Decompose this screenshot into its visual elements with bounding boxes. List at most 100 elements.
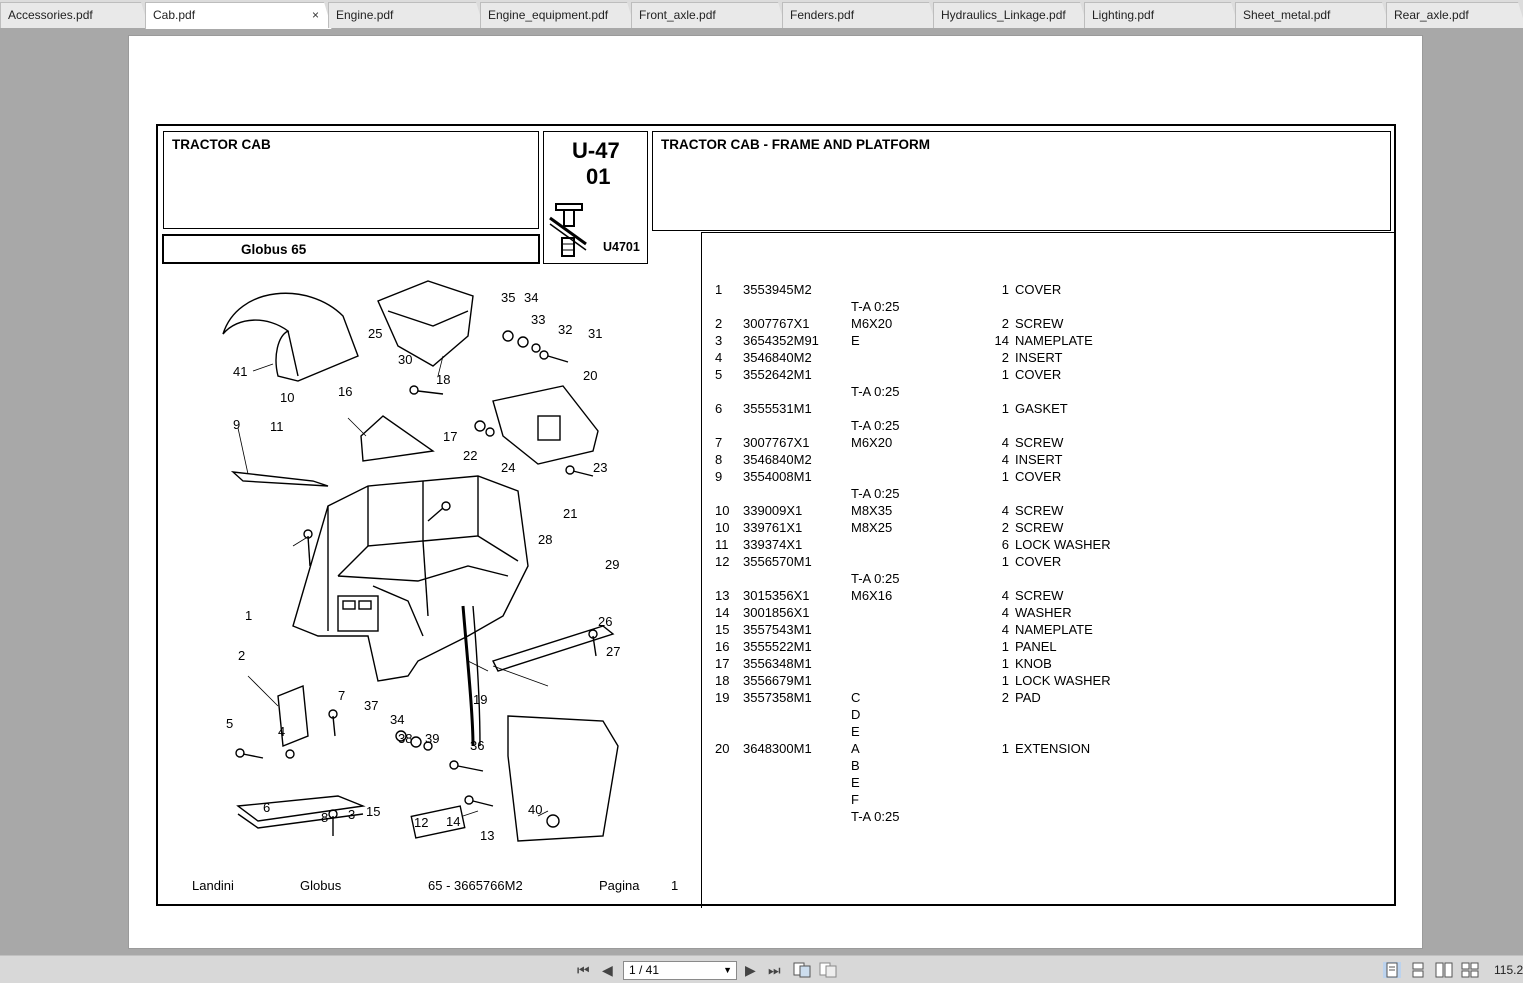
part-qty: 4 [1001,503,1009,518]
section-title: TRACTOR CAB - FRAME AND PLATFORM [661,137,930,152]
part-number: 3555522M1 [743,639,812,654]
part-note: M6X20 [851,435,893,450]
page-number-field[interactable]: 1 / 41 ▼ [623,961,737,980]
part-note: A [851,741,860,756]
part-ref: 20 [715,741,730,756]
part-qty: 1 [1001,282,1009,297]
tab-cab[interactable]: Cab.pdf× [145,2,332,29]
part-note: T-A 0:25 [851,299,900,314]
callout-number: 36 [470,738,484,753]
parts-row: B [715,757,1355,774]
callout-number: 32 [558,322,572,337]
tab-rear-axle[interactable]: Rear_axle.pdf [1386,2,1523,28]
part-qty: 1 [1001,673,1009,688]
tab-accessories[interactable]: Accessories.pdf [0,2,149,28]
part-desc: GASKET [1015,401,1068,416]
part-note: M6X20 [851,316,893,331]
first-page-icon[interactable]: ⏮ [577,962,590,978]
fit-page-icon[interactable] [793,962,811,978]
part-qty: 1 [1001,554,1009,569]
part-note: T-A 0:25 [851,486,900,501]
tab-engine[interactable]: Engine.pdf [328,2,484,28]
part-ref: 5 [715,367,723,382]
parts-row: E [715,774,1355,791]
part-note: E [851,775,860,790]
callout-number: 11 [270,419,284,434]
tab-hydraulics-linkage[interactable]: Hydraulics_Linkage.pdf [933,2,1088,28]
facing-icon[interactable] [1435,962,1453,978]
single-page-icon[interactable] [1383,962,1401,978]
model-name: Globus 65 [241,242,307,257]
fit-width-icon[interactable] [819,962,837,978]
zoom-level[interactable]: 115.2 [1494,963,1523,977]
section-title-box: TRACTOR CAB - FRAME AND PLATFORM [652,131,1391,231]
callout-number: 37 [364,698,378,713]
continuous-icon[interactable] [1409,962,1427,978]
part-ref: 11 [715,537,729,552]
part-desc: SCREW [1015,316,1064,331]
callout-number: 15 [366,804,380,819]
part-ref: 19 [715,690,730,705]
part-note: T-A 0:25 [851,418,900,433]
last-page-icon[interactable]: ⏭ [768,962,781,978]
part-note: T-A 0:25 [851,809,900,824]
callout-number: 20 [583,368,597,383]
part-desc: PANEL [1015,639,1057,654]
callout-number: 28 [538,532,552,547]
parts-row: T-A 0:25 [715,570,1355,587]
tab-sheet-metal[interactable]: Sheet_metal.pdf [1235,2,1390,28]
callout-number: 19 [473,692,487,707]
prev-page-icon[interactable]: ◀ [602,962,613,978]
parts-row: T-A 0:25 [715,485,1355,502]
part-number: 339374X1 [743,537,803,552]
part-ref: 13 [715,588,730,603]
part-desc: EXTENSION [1015,741,1091,756]
chevron-down-icon[interactable]: ▼ [723,965,732,975]
part-desc: WASHER [1015,605,1072,620]
part-note: B [851,758,860,773]
callout-number: 25 [368,326,382,341]
tab-label: Rear_axle.pdf [1394,8,1469,22]
tab-fenders[interactable]: Fenders.pdf [782,2,937,28]
part-number: 3648300M1 [743,741,812,756]
part-desc: INSERT [1015,452,1063,467]
group-title-box: TRACTOR CAB [163,131,539,229]
part-qty: 4 [1001,622,1009,637]
tab-lighting[interactable]: Lighting.pdf [1084,2,1239,28]
callout-number: 17 [443,429,457,444]
footer-page-num: 1 [671,878,679,893]
part-number: 3015356X1 [743,588,810,603]
callout-number: 1 [245,608,252,623]
part-desc: SCREW [1015,503,1064,518]
part-note: E [851,333,860,348]
part-note: M6X16 [851,588,893,603]
part-number: 339761X1 [743,520,803,535]
tab-front-axle[interactable]: Front_axle.pdf [631,2,786,28]
part-ref: 8 [715,452,723,467]
close-icon[interactable]: × [311,8,319,22]
callout-number: 26 [598,614,612,629]
part-qty: 1 [1001,367,1009,382]
parts-row: T-A 0:25 [715,417,1355,434]
parts-row: D [715,706,1355,723]
part-qty: 2 [1001,520,1009,535]
part-ref: 7 [715,435,723,450]
next-page-icon[interactable]: ▶ [745,962,756,978]
parts-row: T-A 0:25 [715,383,1355,400]
tab-engine-equipment[interactable]: Engine_equipment.pdf [480,2,635,28]
part-number: 3552642M1 [743,367,812,382]
callout-number: 34 [390,712,404,727]
continuous-facing-icon[interactable] [1461,962,1479,978]
part-qty: 1 [1001,741,1009,756]
part-ref: 9 [715,469,723,484]
part-desc: SCREW [1015,435,1064,450]
part-note: M8X25 [851,520,893,535]
